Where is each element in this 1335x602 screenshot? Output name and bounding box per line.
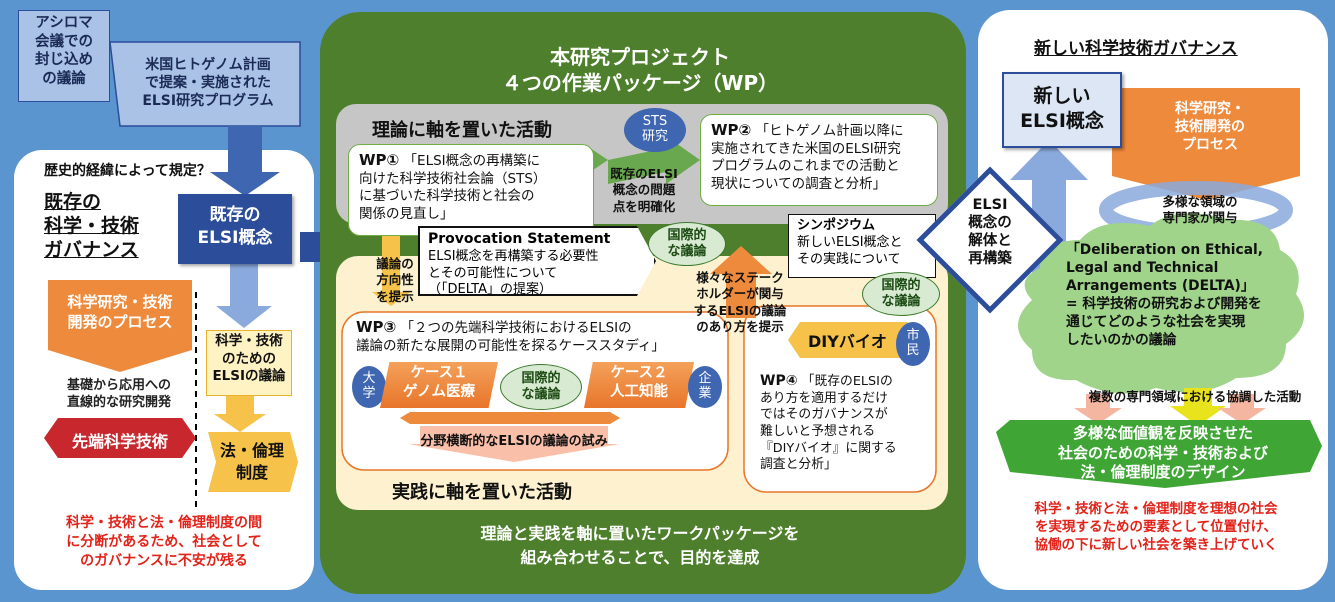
wp2-heading: WP② xyxy=(711,121,752,139)
right-process-label: 科学研究・ 技術開発の プロセス xyxy=(1175,101,1245,154)
wp1-body: 「ELSI概念の再構築に 向けた科学技術社会論（STS） に基づいた科学技術と社… xyxy=(359,153,547,222)
intl-discussion-2: 国際的 な議論 xyxy=(862,272,940,316)
university-badge: 大 学 xyxy=(352,366,386,408)
symposium-box: シンポジウム 新しいELSI概念と その実践について xyxy=(788,214,936,278)
deconstruct-label: ELSI 概念の 解体と 再構築 xyxy=(968,197,1012,268)
cross-domain-label: 分野横断的なELSIの議論の試み xyxy=(420,434,608,449)
symposium-body: 新しいELSI概念と その実践について xyxy=(797,234,903,267)
direction-label: 議論の 方向性 を提示 xyxy=(376,256,414,304)
design-label: 多様な価値観を反映させた 社会のための科学・技術および 法・倫理制度のデザイン xyxy=(1057,424,1268,481)
asilomar-label: アシロマ 会議での 封じ込め の議論 xyxy=(35,15,93,87)
frontier-tech-label: 先端科学技術 xyxy=(71,432,168,451)
history-note: 歴史的経緯によって規定？ xyxy=(44,163,211,179)
wp4-text: WP④ 「既存のELSIの あり方を適用するだけ ではそのガバナンスが 難しいと… xyxy=(760,372,936,474)
existing-elsi-box: 既存の ELSI概念 xyxy=(178,194,292,264)
wp3-header: WP③ 「２つの先端科学技術におけるELSIの 議論の新たな展開の可能性を探るケ… xyxy=(356,318,726,355)
theory-label: 理論に軸を置いた活動 xyxy=(372,120,552,141)
process-label: 科学研究・技術 開発のプロセス xyxy=(67,293,173,332)
case1-box: ケース１ ゲノム医療 xyxy=(380,362,498,408)
citizen-badge: 市 民 xyxy=(896,322,930,366)
clarify-problems-label: 既存のELSI 概念の問題 点を明確化 xyxy=(610,166,678,214)
asilomar-box xyxy=(18,10,110,102)
center-bottom-note: 理論と実践を軸に置いたワークパッケージを 組み合わせることで、目的を達成 xyxy=(480,524,800,567)
collab-label: 複数の専門領域における協調した活動 xyxy=(1088,389,1302,404)
wp2-box: WP② 「ヒトゲノム計画以降に 実施されてきた米国のELSI研究 プログラムのこ… xyxy=(700,114,938,206)
existing-governance-title: 既存の 科学・技術 ガバナンス xyxy=(44,191,140,262)
provocation-heading: Provocation Statement xyxy=(428,231,611,247)
basic-to-applied-label: 基礎から応用への 直線的な研究開発 xyxy=(66,378,171,410)
right-bottom-note: 科学・技術と法・倫理制度を理想の社会 を実現するための要素として位置付け、 協働… xyxy=(1034,501,1278,554)
left-bottom-note: 科学・技術と法・倫理制度の間 に分断があるため、社会として のガバナンスに不安が… xyxy=(66,515,262,569)
wp1-box: WP① 「ELSI概念の再構築に 向けた科学技術社会論（STS） に基づいた科学… xyxy=(348,144,594,236)
elsi-discussion-box: 科学・技術 のための ELSIの議論 xyxy=(206,330,292,396)
experts-label: 多様な領域の 専門家が関与 xyxy=(1162,194,1238,226)
company-badge: 企 業 xyxy=(688,366,722,408)
provocation-box: Provocation Statement ELSI概念を再構築する必要性 とそ… xyxy=(418,226,656,296)
provocation-body: ELSI概念を再構築する必要性 とその可能性について （「DELTA」の提案） xyxy=(428,248,599,298)
practice-label: 実践に軸を置いた活動 xyxy=(392,482,572,503)
wp4-body: 「既存のELSIの あり方を適用するだけ ではそのガバナンスが 難しいと予想され… xyxy=(760,374,897,473)
hgp-label: 米国ヒトゲノム計画 で提案・実施された ELSI研究プログラム xyxy=(142,57,274,110)
stakeholder-label: 様々なステーク ホルダーが関与 するELSIの議論 のあり方を提示 xyxy=(693,270,787,334)
symposium-heading: シンポジウム xyxy=(797,218,876,233)
wp2-body: 「ヒトゲノム計画以降に 実施されてきた米国のELSI研究 プログラムのこれまでの… xyxy=(711,123,904,192)
wp3-body: 「２つの先端科学技術におけるELSIの 議論の新たな展開の可能性を探るケーススタ… xyxy=(356,320,665,354)
case2-box: ケース２ 人工知能 xyxy=(584,362,694,408)
intl-discussion-1: 国際的 な議論 xyxy=(648,222,726,266)
wp3-heading: WP③ xyxy=(356,318,397,336)
new-elsi-box: 新しい ELSI概念 xyxy=(1002,72,1122,148)
wp4-heading: WP④ xyxy=(760,373,798,389)
diy-bio-box: DIYバイオ xyxy=(788,322,908,358)
sts-research-badge: STS 研究 xyxy=(624,108,686,152)
project-title: 本研究プロジェクト ４つの作業パッケージ（WP） xyxy=(501,45,779,95)
law-ethics-label: 法・倫理 制度 xyxy=(219,441,284,482)
delta-text: 「Deliberation on Ethical, Legal and Tech… xyxy=(1066,242,1263,348)
wp1-heading: WP① xyxy=(359,151,400,169)
new-governance-title: 新しい科学技術ガバナンス xyxy=(1034,39,1238,59)
intl-discussion-3: 国際的 な議論 xyxy=(500,364,582,410)
